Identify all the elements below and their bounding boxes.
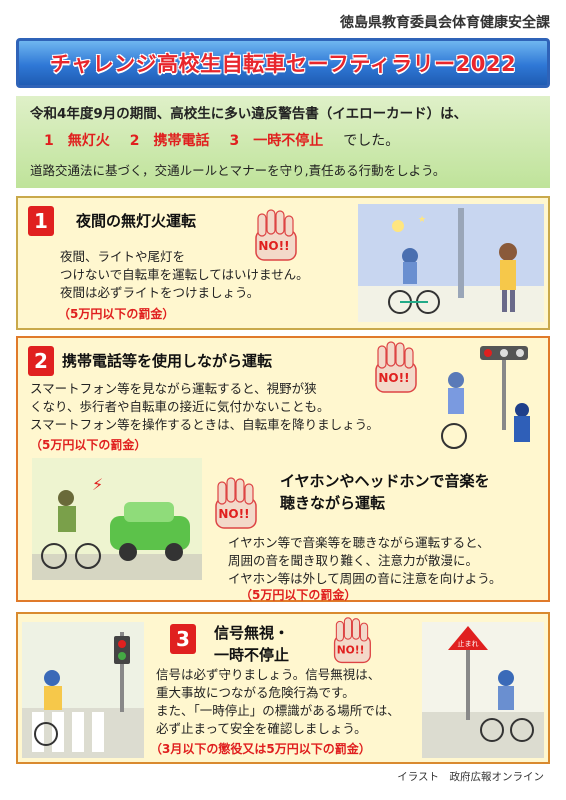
heading-line: 信号無視・ (214, 624, 290, 642)
violation-suffix: でした。 (343, 133, 400, 149)
text-line: くなり、歩行者や自転車の接近に気付かないことも。 (30, 399, 330, 414)
text-line: 必ず止まって安全を確認しましょう。 (156, 721, 367, 736)
stop-hand-icon: NO!! (255, 209, 297, 261)
text-line: 夜間は必ずライトをつけましょう。 (60, 285, 260, 300)
fine-text: （5万円以下の罰金） (30, 438, 147, 452)
violation-item: 3 一時不停止 (229, 133, 324, 149)
stop-hand-icon: NO!! (333, 617, 371, 664)
no-label: NO!! (378, 371, 409, 385)
intro-box: 令和4年度9月の期間、高校生に多い違反警告書（イエローカード）は、 1 無灯火 … (16, 96, 550, 188)
title-banner: チャレンジ高校生自転車セーフティラリー2022 (16, 38, 550, 88)
intro-line-1: 令和4年度9月の期間、高校生に多い違反警告書（イエローカード）は、 (30, 106, 468, 122)
text-line: また、「一時停止」の標識がある場所では、 (156, 703, 400, 718)
section-heading: 携帯電話等を使用しながら運転 (62, 352, 273, 370)
section-text: スマートフォン等を見ながら運転すると、視野が狭 くなり、歩行者や自転車の接近に気… (30, 380, 379, 434)
section-text: 信号は必ず守りましょう。信号無視は、 重大事故につながる危険行為です。 また、「… (156, 666, 400, 738)
no-label: NO!! (218, 507, 249, 521)
section-mobile-phone: 2 携帯電話等を使用しながら運転 NO!! スマートフォン等を見ながら運転すると… (16, 336, 550, 602)
no-label: NO!! (337, 644, 365, 657)
fine-text: （5万円以下の罰金） (240, 588, 357, 602)
intro-line-3: 道路交通法に基づく，交通ルールとマナーを守り,責任ある行動をしよう。 (30, 163, 446, 178)
section-signal-stop: 3 信号無視・ 一時不停止 NO!! 信号は必ず守りましょう。信号無視は、 重大… (16, 612, 550, 764)
text-line: 信号は必ず守りましょう。信号無視は、 (156, 667, 381, 682)
text-line: 重大事故につながる危険行為です。 (156, 685, 355, 700)
section-text: 夜間、ライトや尾灯を つけないで自転車を運転してはいけません。 夜間は必ずライト… (60, 248, 309, 302)
section-number: 2 (28, 346, 54, 376)
fine-text: （3月以下の懲役又は5万円以下の罰金） (150, 742, 371, 756)
sub-heading-line: 聴きながら運転 (280, 494, 386, 512)
sub-heading: イヤホンやヘッドホンで音楽を 聴きながら運転 (280, 470, 490, 514)
section-number: 1 (28, 206, 54, 236)
crosswalk-illustration (22, 622, 144, 758)
earphone-cycling-illustration: ⚡ (32, 458, 202, 580)
text-line: 周囲の音を聞き取り難く、注意力が散漫に。 (228, 553, 479, 568)
heading-line: 一時不停止 (214, 646, 290, 664)
organization-name: 徳島県教育委員会体育健康安全課 (340, 15, 550, 31)
stop-hand-icon: NO!! (215, 477, 257, 529)
text-line: 夜間、ライトや尾灯を (60, 249, 186, 264)
sub-heading-line: イヤホンやヘッドホンで音楽を (280, 472, 490, 490)
night-cycling-illustration: ★ (358, 204, 544, 322)
stop-sign-illustration: 止まれ (422, 622, 544, 758)
section-night-no-light: 1 夜間の無灯火運転 NO!! 夜間、ライトや尾灯を つけないで自転車を運転して… (16, 196, 550, 330)
violation-list: 1 無灯火 2 携帯電話 3 一時不停止 でした。 (30, 130, 536, 150)
fine-text: （5万円以下の罰金） (58, 307, 175, 321)
illustration-credit: イラスト 政府広報オンライン (397, 771, 544, 783)
page-title: チャレンジ高校生自転車セーフティラリー2022 (49, 52, 517, 76)
stop-sign-text: 止まれ (458, 639, 479, 648)
section-heading: 夜間の無灯火運転 (76, 212, 197, 230)
sub-section-text: イヤホン等で音楽等を聴きながら運転すると、 周囲の音を聞き取り難く、注意力が散漫… (228, 534, 502, 588)
section-heading: 信号無視・ 一時不停止 (214, 622, 289, 666)
section-number: 3 (170, 624, 196, 654)
violation-item: 1 無灯火 (44, 133, 110, 149)
no-label: NO!! (258, 239, 289, 253)
violation-item: 2 携帯電話 (129, 133, 210, 149)
text-line: つけないで自転車を運転してはいけません。 (60, 267, 309, 282)
text-line: スマートフォン等を見ながら運転すると、視野が狭 (30, 381, 317, 396)
text-line: イヤホン等は外して周囲の音に注意を向けよう。 (228, 571, 502, 586)
svg-text:⚡: ⚡ (92, 475, 103, 494)
phone-cycling-illustration (430, 340, 546, 458)
svg-text:★: ★ (418, 215, 426, 225)
stop-hand-icon: NO!! (375, 341, 417, 393)
text-line: イヤホン等で音楽等を聴きながら運転すると、 (228, 535, 490, 550)
text-line: スマートフォン等を操作するときは、自転車を降りましょう。 (30, 417, 379, 432)
